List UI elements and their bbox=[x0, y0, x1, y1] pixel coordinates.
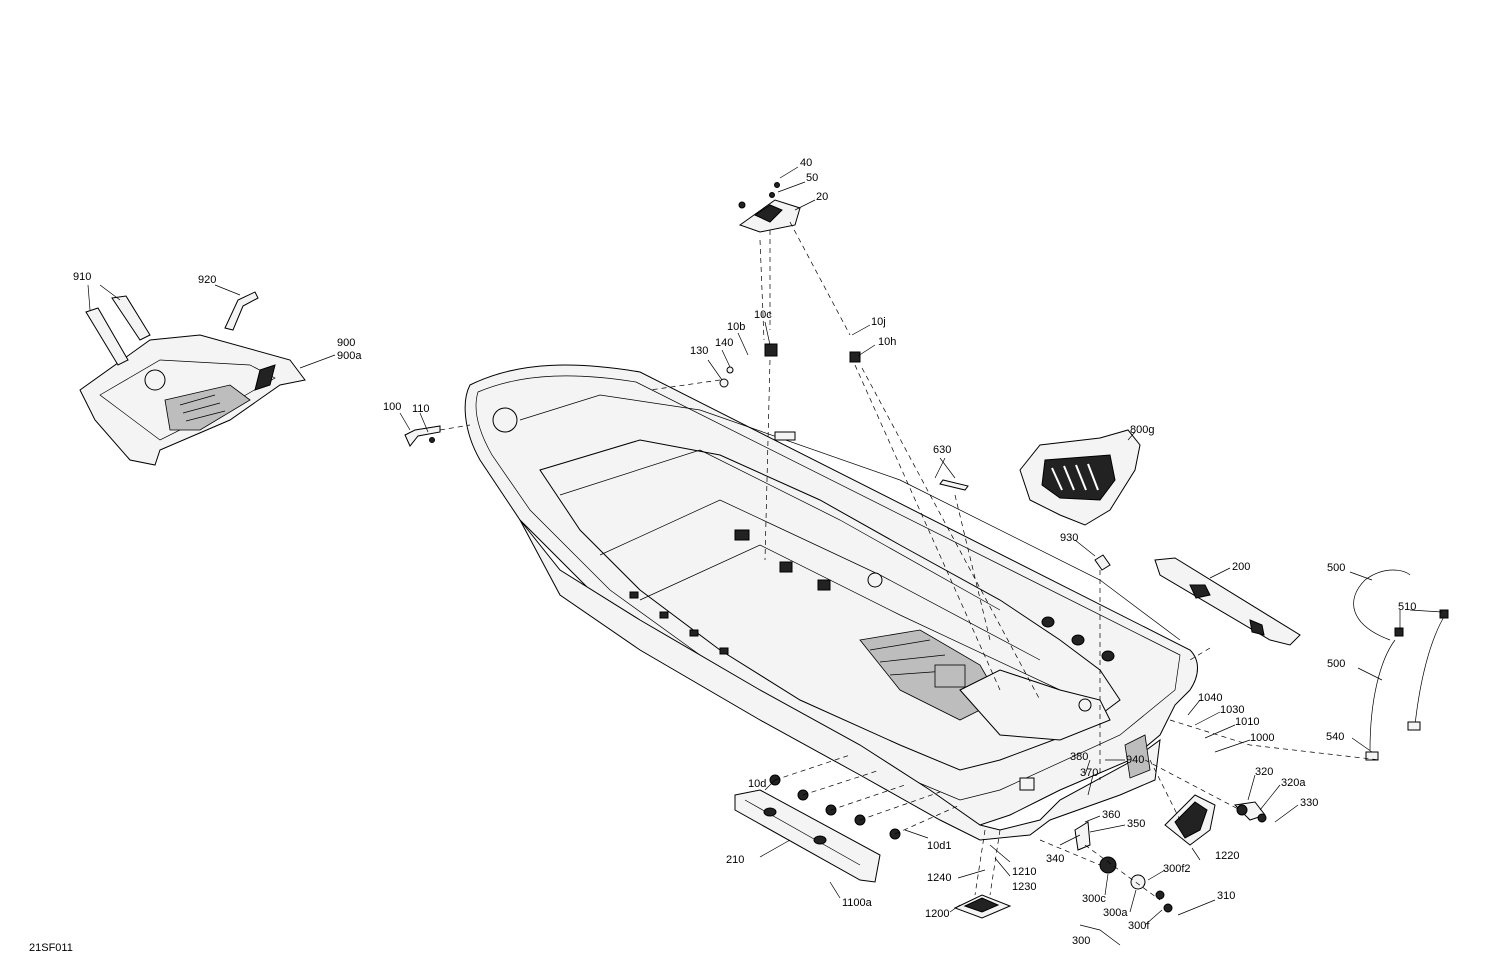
hull-body bbox=[464, 364, 1198, 841]
callout-1100a: 1100a bbox=[842, 897, 873, 909]
callout-930: 930 bbox=[1060, 532, 1078, 544]
part-630-strip bbox=[939, 479, 969, 491]
part-210-side-rail bbox=[734, 789, 881, 883]
part-10c-clip bbox=[764, 343, 778, 357]
callout-130: 130 bbox=[690, 345, 708, 357]
callout-10c: 10c bbox=[754, 309, 772, 321]
callout-50: 50 bbox=[806, 172, 818, 184]
part-900-storage-bin bbox=[79, 334, 306, 466]
callout-100: 100 bbox=[383, 401, 401, 413]
part-300-assembly bbox=[1099, 856, 1173, 913]
callout-300f: 300f bbox=[1128, 920, 1150, 932]
part-930-clip bbox=[1094, 554, 1111, 571]
callout-210: 210 bbox=[726, 854, 744, 866]
part-100-rod bbox=[404, 425, 441, 447]
assembly-lines bbox=[439, 221, 1381, 901]
callout-1030: 1030 bbox=[1220, 704, 1244, 716]
callout-10d: 10d bbox=[748, 778, 766, 790]
callout-200: 200 bbox=[1232, 561, 1250, 573]
part-140-washer bbox=[726, 366, 734, 374]
callout-1200: 1200 bbox=[925, 908, 949, 920]
callout-940: 940 bbox=[1126, 754, 1144, 766]
part-20-bracket bbox=[738, 182, 801, 233]
callout-10h: 10h bbox=[878, 336, 896, 348]
callout-540: 540 bbox=[1326, 731, 1344, 743]
leader-lines bbox=[87, 166, 1443, 946]
callout-900a: 900a bbox=[337, 350, 362, 362]
callout-1040: 1040 bbox=[1198, 692, 1222, 704]
callout-1240: 1240 bbox=[927, 872, 951, 884]
callout-920: 920 bbox=[198, 274, 216, 286]
callout-1010: 1010 bbox=[1235, 716, 1259, 728]
part-1200-plate bbox=[953, 894, 1012, 919]
callout-1210: 1210 bbox=[1012, 866, 1036, 878]
callout-320a: 320a bbox=[1281, 777, 1306, 789]
callout-350: 350 bbox=[1127, 818, 1145, 830]
callout-140: 140 bbox=[715, 337, 733, 349]
part-130-washer bbox=[719, 378, 729, 388]
callout-320: 320 bbox=[1255, 766, 1273, 778]
callout-10d1: 10d1 bbox=[927, 840, 951, 852]
callout-40: 40 bbox=[800, 157, 812, 169]
callout-1000: 1000 bbox=[1250, 732, 1274, 744]
callout-300: 300 bbox=[1072, 935, 1090, 947]
part-320-fitting bbox=[1233, 801, 1267, 823]
callout-510: 510 bbox=[1398, 601, 1416, 613]
callout-300a: 300a bbox=[1103, 907, 1128, 919]
callout-10j: 10j bbox=[871, 316, 886, 328]
part-800g-rack bbox=[1019, 429, 1141, 526]
callout-10b: 10b bbox=[727, 321, 745, 333]
callout-110: 110 bbox=[412, 403, 430, 415]
callout-300c: 300c bbox=[1082, 893, 1106, 905]
part-340-bracket bbox=[1074, 821, 1091, 851]
callout-1220: 1220 bbox=[1215, 850, 1239, 862]
part-10h-clip bbox=[849, 351, 861, 363]
callout-500-top: 500 bbox=[1327, 562, 1345, 574]
callout-380: 380 bbox=[1070, 751, 1088, 763]
callout-300f2: 300f2 bbox=[1163, 863, 1191, 875]
callout-800g: 800g bbox=[1130, 424, 1154, 436]
callout-20: 20 bbox=[816, 191, 828, 203]
drawing-code: 21SF011 bbox=[29, 942, 73, 954]
callout-330: 330 bbox=[1300, 797, 1318, 809]
callout-360: 360 bbox=[1102, 809, 1120, 821]
callout-340: 340 bbox=[1046, 853, 1064, 865]
callout-labels: 40 50 20 910 920 900 900a 10b 10c 10j 10… bbox=[29, 157, 1416, 954]
part-1220-grate bbox=[1164, 794, 1216, 846]
part-910-straps bbox=[85, 295, 151, 366]
part-920-handle bbox=[224, 291, 259, 331]
callout-500-bottom: 500 bbox=[1327, 658, 1345, 670]
callout-910: 910 bbox=[73, 271, 91, 283]
callout-630: 630 bbox=[933, 444, 951, 456]
callout-1230: 1230 bbox=[1012, 881, 1036, 893]
part-500-hoses bbox=[1353, 569, 1449, 761]
callout-310: 310 bbox=[1217, 890, 1235, 902]
part-200-side-rail bbox=[1154, 557, 1301, 646]
callout-900: 900 bbox=[337, 337, 355, 349]
callout-370: 370 bbox=[1080, 767, 1098, 779]
